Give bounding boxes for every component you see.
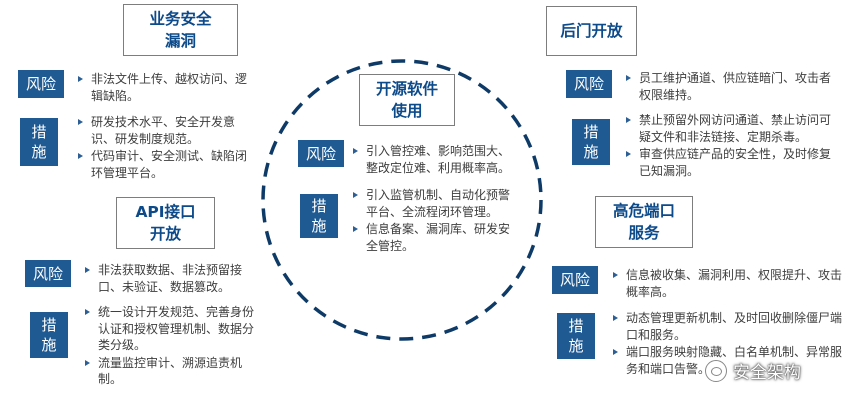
- bottom-right-measure-tag: 措 施: [557, 313, 595, 359]
- center-risk-tag: 风险: [298, 140, 344, 167]
- center-title-line1: 开源软件: [375, 80, 438, 98]
- bottom-right-title-line1: 高危端口: [612, 202, 675, 220]
- list-item: 端口服务映射隐藏、白名单机制、异常服务和端口告警。: [612, 344, 842, 377]
- top-right-measure-label-1: 措: [583, 123, 599, 141]
- bottom-left-measure-label-2: 施: [41, 336, 57, 354]
- bottom-left-title-line1: API接口: [135, 203, 196, 221]
- top-right-risk-list: 员工维护通道、供应链暗门、攻击者权限维持。: [625, 70, 840, 103]
- top-left-title-line1: 业务安全: [149, 10, 212, 28]
- bottom-left-measure-label-1: 措: [41, 316, 57, 334]
- list-item: 引入管控难、影响范围大、整改定位难、利用概率高。: [352, 143, 520, 176]
- top-right-risk-label: 风险: [573, 75, 604, 93]
- top-left-title-line2: 漏洞: [164, 32, 196, 50]
- list-item: 非法获取数据、非法预留接口、未验证、数据篡改。: [84, 262, 254, 295]
- top-left-risk-tag: 风险: [18, 70, 64, 98]
- center-title: 开源软件 使用: [359, 74, 455, 126]
- list-item: 信息被收集、漏洞利用、权限提升、攻击概率高。: [612, 267, 842, 300]
- bottom-right-risk-label: 风险: [559, 271, 590, 289]
- list-item: 研发技术水平、安全开发意识、研发制度规范。: [77, 114, 252, 147]
- list-item: 信息备案、漏洞库、研发安全管控。: [352, 221, 520, 254]
- list-item: 禁止预留外网访问通道、禁止访问可疑文件和非法链接、定期杀毒。: [625, 112, 840, 145]
- list-item: 非法文件上传、越权访问、逻辑缺陷。: [77, 71, 252, 104]
- top-right-measure-label-2: 施: [583, 143, 599, 161]
- bottom-left-title-line2: 开放: [149, 225, 181, 243]
- center-measure-label-2: 施: [311, 217, 327, 235]
- list-item: 统一设计开发规范、完善身份认证和授权管理机制、数据分类分级。: [84, 304, 254, 354]
- bottom-left-title: API接口 开放: [116, 197, 215, 249]
- center-risk-label: 风险: [305, 144, 336, 163]
- bottom-left-risk-tag: 风险: [25, 260, 71, 287]
- center-measure-label-1: 措: [311, 197, 327, 215]
- wechat-icon: [705, 359, 727, 382]
- bottom-left-measure-tag: 措 施: [30, 312, 68, 358]
- top-left-risk-list: 非法文件上传、越权访问、逻辑缺陷。: [77, 71, 252, 104]
- top-left-measure-label-2: 施: [31, 143, 47, 161]
- center-title-line2: 使用: [391, 102, 423, 120]
- bottom-left-measure-list: 统一设计开发规范、完善身份认证和授权管理机制、数据分类分级。 流量监控审计、溯源…: [84, 304, 254, 388]
- center-measure-tag: 措 施: [300, 194, 338, 238]
- bottom-right-measure-list: 动态管理更新机制、及时回收删除僵尸端口和服务。 端口服务映射隐藏、白名单机制、异…: [612, 310, 842, 377]
- list-item: 审查供应链产品的安全性，及时修复已知漏洞。: [625, 146, 840, 179]
- center-risk-list: 引入管控难、影响范围大、整改定位难、利用概率高。: [352, 143, 520, 176]
- bottom-right-title: 高危端口 服务: [595, 196, 693, 248]
- watermark: 安全架构: [705, 358, 801, 383]
- list-item: 动态管理更新机制、及时回收删除僵尸端口和服务。: [612, 310, 842, 343]
- top-right-title-line1: 后门开放: [560, 22, 623, 40]
- top-right-measure-list: 禁止预留外网访问通道、禁止访问可疑文件和非法链接、定期杀毒。 审查供应链产品的安…: [625, 112, 840, 179]
- center-measure-list: 引入监管机制、自动化预警平台、全流程闭环管理。 信息备案、漏洞库、研发安全管控。: [352, 187, 520, 254]
- bottom-left-risk-list: 非法获取数据、非法预留接口、未验证、数据篡改。: [84, 262, 254, 295]
- bottom-left-risk-label: 风险: [32, 264, 63, 283]
- top-right-measure-tag: 措 施: [572, 119, 610, 165]
- top-left-measure-list: 研发技术水平、安全开发意识、研发制度规范。 代码审计、安全测试、缺陷闭环管理平台…: [77, 114, 252, 181]
- top-right-risk-tag: 风险: [566, 70, 612, 98]
- bottom-right-measure-label-2: 施: [568, 337, 584, 355]
- top-left-measure-tag: 措 施: [20, 118, 58, 166]
- bottom-right-risk-list: 信息被收集、漏洞利用、权限提升、攻击概率高。: [612, 267, 842, 300]
- list-item: 员工维护通道、供应链暗门、攻击者权限维持。: [625, 70, 840, 103]
- list-item: 代码审计、安全测试、缺陷闭环管理平台。: [77, 148, 252, 181]
- list-item: 流量监控审计、溯源追责机制。: [84, 355, 254, 388]
- list-item: 引入监管机制、自动化预警平台、全流程闭环管理。: [352, 187, 520, 220]
- top-right-title: 后门开放: [546, 6, 637, 56]
- top-left-risk-label: 风险: [25, 75, 56, 93]
- top-left-measure-label-1: 措: [31, 123, 47, 141]
- top-left-title: 业务安全 漏洞: [123, 4, 238, 56]
- bottom-right-risk-tag: 风险: [552, 266, 598, 294]
- bottom-right-measure-label-1: 措: [568, 317, 584, 335]
- watermark-text: 安全架构: [733, 363, 801, 383]
- bottom-right-title-line2: 服务: [628, 224, 660, 242]
